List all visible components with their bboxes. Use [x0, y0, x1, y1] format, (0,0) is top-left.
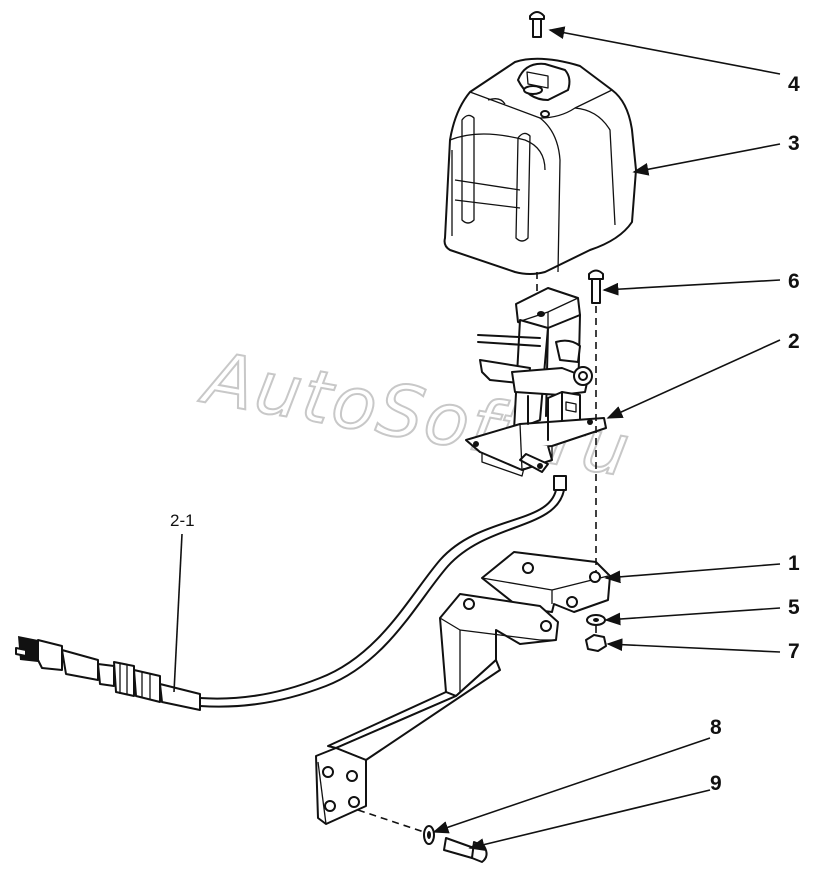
callout-3: 3 [788, 132, 800, 155]
leader-lines [173, 26, 781, 851]
callout-4: 4 [788, 73, 800, 96]
part-3-cover [443, 57, 637, 275]
part-8-washer [423, 825, 435, 845]
callout-8: 8 [710, 716, 722, 739]
assembly-axes [357, 272, 597, 833]
callout-9: 9 [710, 772, 722, 795]
callout-2-1: 2-1 [170, 511, 195, 530]
callout-2: 2 [788, 330, 800, 353]
callout-6: 6 [788, 270, 800, 293]
part-1-bracket [315, 551, 611, 825]
part-7-nut [585, 634, 607, 652]
part-4-screw [529, 11, 545, 38]
part-9-bolt [443, 837, 488, 863]
callout-1: 1 [788, 552, 800, 575]
part-2-1-cable [15, 475, 567, 711]
callout-labels: 4 3 6 2 1 5 7 8 9 2-1 [170, 73, 800, 795]
callout-7: 7 [788, 640, 800, 663]
part-5-washer [586, 614, 606, 626]
callout-5: 5 [788, 596, 800, 619]
part-2-lever-assembly [465, 287, 607, 477]
part-6-bolt [588, 269, 604, 304]
